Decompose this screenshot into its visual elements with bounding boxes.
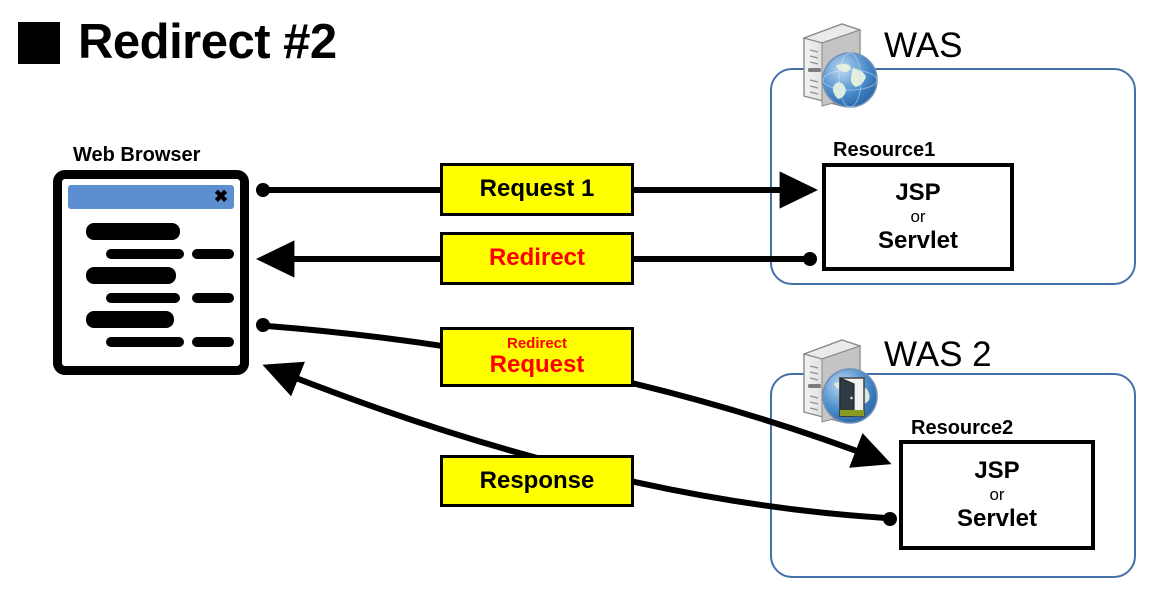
was-container-2	[770, 373, 1136, 578]
browser-content-area	[68, 215, 234, 360]
resource-line-jsp: JSP	[895, 178, 941, 206]
content-bar	[86, 311, 174, 328]
flow-label-text: Request 1	[479, 175, 595, 203]
web-browser-window: ✖	[53, 170, 249, 375]
resource-box-1: JSP or Servlet	[822, 163, 1014, 271]
content-bar	[106, 293, 180, 303]
resource-line-or: or	[989, 485, 1005, 505]
server-globe-door-icon	[802, 339, 878, 424]
page-title-text: Redirect #2	[78, 15, 337, 69]
content-bar	[192, 293, 234, 303]
resource-line-jsp: JSP	[974, 456, 1020, 484]
content-bar	[106, 337, 184, 347]
close-x-icon[interactable]: ✖	[213, 187, 229, 206]
flow-label-text: Response	[479, 466, 595, 494]
resource-label-1: Resource1	[833, 139, 936, 161]
flow-label-request-1: Request 1	[440, 163, 634, 216]
resource-line-servlet: Servlet	[956, 504, 1038, 532]
resource-box-2: JSP or Servlet	[899, 440, 1095, 550]
page-title: Redirect #2	[18, 18, 337, 67]
content-bar	[106, 249, 184, 259]
content-bar	[192, 337, 234, 347]
content-bar	[192, 249, 234, 259]
filled-square-icon	[18, 21, 60, 64]
server-globe-icon	[802, 23, 878, 108]
flow-label-text: Redirect	[488, 244, 586, 272]
was-container-1	[770, 68, 1136, 285]
was-title-1: WAS	[884, 26, 963, 65]
web-browser-label: Web Browser	[73, 144, 201, 166]
flow-label-redirect-request: Redirect Request	[440, 327, 634, 387]
was-title-2: WAS 2	[884, 335, 992, 374]
flow-label-redirect: Redirect	[440, 232, 634, 285]
resource-line-or: or	[910, 207, 926, 227]
content-bar	[86, 267, 176, 284]
resource-label-2: Resource2	[911, 417, 1014, 439]
flow-label-text: Request	[489, 350, 585, 378]
browser-titlebar: ✖	[68, 185, 234, 209]
resource-line-servlet: Servlet	[877, 226, 959, 254]
content-bar	[86, 223, 180, 240]
flow-label-subtext: Redirect	[506, 334, 568, 352]
flow-label-response: Response	[440, 455, 634, 507]
